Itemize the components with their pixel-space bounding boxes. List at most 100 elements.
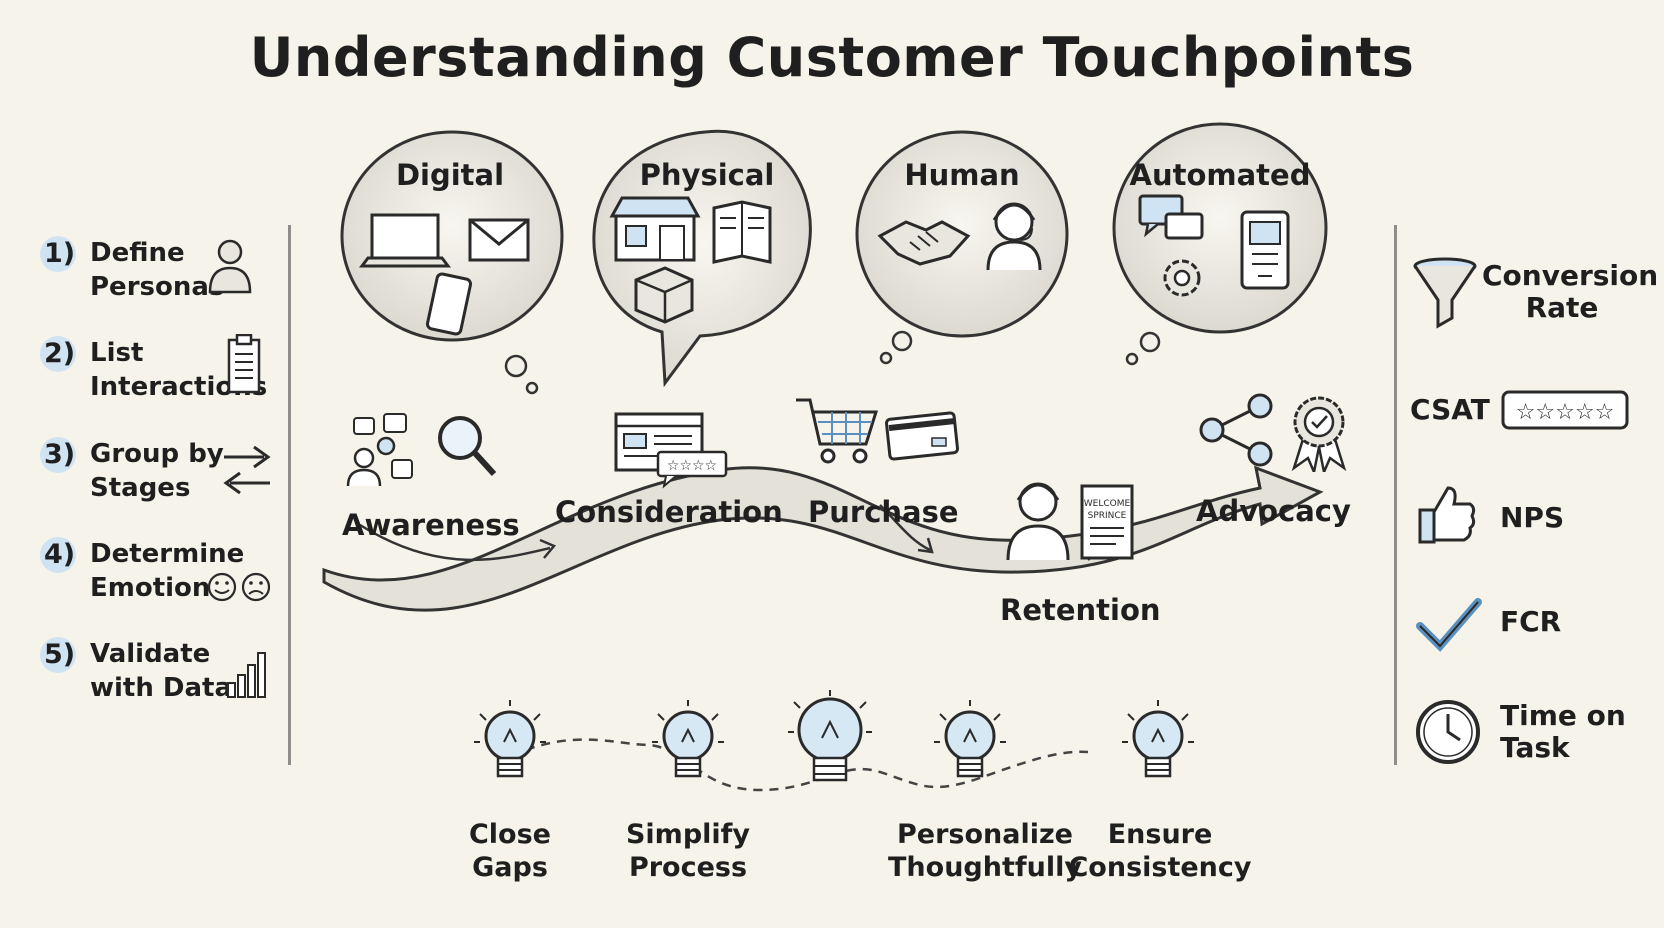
channel-label-digital: Digital [395,158,505,192]
lightbulb-icon [1122,700,1194,778]
step-label-line2: with Data [90,673,233,703]
step-number: 4) [44,539,76,570]
principle-line1: Simplify [625,819,751,850]
gear-icon [1163,259,1201,297]
award-ribbon-icon [1291,396,1347,472]
storefront-icon [609,196,701,262]
credit-card-icon [884,411,960,461]
funnel-icon [1413,257,1477,329]
journey-arrow [879,504,931,552]
metric-label-line2: Task [1500,731,1570,764]
lightbulb-icon [788,690,872,782]
principle-simplify-process: Simplify Process [588,818,788,884]
welcome-booklet-text: SPRINCE [1088,511,1127,521]
principle-close-gaps: Close Gaps [410,818,610,884]
lightbulb-icon [652,700,724,778]
stage-label-consideration: Consideration [555,495,783,529]
channel-label-physical: Physical [639,158,775,192]
package-icon [634,266,694,324]
principle-line1: Ensure [1107,819,1213,850]
stage-label-purchase: Purchase [808,495,959,529]
step-define-personas: 1) Define Personas [40,236,290,316]
step-label-line1: Define [90,238,185,268]
principle-line2: Process [628,852,748,883]
step-label-line1: Group by [90,439,224,469]
stage-label-advocacy: Advocacy [1196,494,1351,528]
left-divider [288,225,291,765]
webpage-review-icon: ☆☆☆☆ [614,412,728,489]
step-label-line1: Validate [90,639,211,669]
step-number-badge [40,336,76,372]
chat-bubbles-icon [1138,194,1204,240]
principle-line1: Close [468,819,551,850]
star-rating-icon: ☆☆☆☆☆ [1501,390,1629,430]
support-agent-icon [1006,482,1070,561]
emotion-faces-icon [207,572,271,602]
step-label-line1: Determine [90,539,245,569]
page-title: Understanding Customer Touchpoints [249,26,1415,89]
thumbs-up-icon [1418,486,1476,544]
step-label-line1: List [90,338,144,368]
arrows-icon [223,445,271,495]
metric-csat: CSAT [1410,393,1490,426]
channel-label-automated: Automated [1129,158,1311,192]
right-divider [1394,225,1397,765]
bar-chart-icon [227,652,266,698]
svg-text:☆☆☆☆☆: ☆☆☆☆☆ [1516,400,1615,425]
journey-arrow [359,523,551,562]
brochure-icon [712,200,772,264]
step-determine-emotion: 4) Determine Emotion [40,537,290,617]
envelope-icon [468,218,530,262]
magnifier-icon [438,416,497,477]
stage-label-retention: Retention [1000,593,1161,627]
metric-conversion-rate: Conversion Rate [1482,259,1659,324]
metric-nps: NPS [1500,501,1565,534]
channel-bubbles-group [340,122,1328,395]
principle-line2: Thoughtfully [888,852,1082,883]
step-number: 1) [44,238,76,269]
retention-icons: WELCOME SPRINCE [1006,482,1134,561]
metric-label-line1: Time on [1500,699,1626,732]
share-icon [1199,393,1273,467]
channel-bubble-physical [592,129,812,388]
awareness-icons [346,413,497,487]
step-number-badge [40,637,76,673]
principle-personalize-thoughtfully: Personalize Thoughtfully [870,818,1100,884]
step-number-badge [40,236,76,272]
lightbulb-icon [474,700,546,778]
step-group-by-stages: 3) Group by Stages [40,437,290,517]
principle-line2: Gaps [472,852,548,883]
laptop-icon [359,213,451,268]
welcome-booklet-text: WELCOME [1084,499,1131,509]
principle-ensure-consistency: Ensure Consistency [1060,818,1260,884]
people-network-icon [346,413,413,487]
clock-icon [1416,700,1480,764]
handshake-icon [877,220,971,266]
shopping-cart-icon [796,398,879,464]
metric-label-line2: Rate [1525,291,1599,324]
step-validate-with-data: 5) Validate with Data [40,637,290,717]
metric-label-line1: Conversion [1482,259,1659,292]
purchase-icons [796,398,960,464]
step-number: 2) [44,338,76,369]
clipboard-icon [227,334,261,394]
step-label-line2: Personas [90,272,225,302]
principle-line1: Personalize [896,819,1073,850]
checkmark-icon [1416,598,1482,652]
lightbulb-icon [934,700,1006,778]
step-list-interactions: 2) List Interactions [40,334,290,416]
step-number-badge [40,437,76,473]
advocacy-icons [1199,393,1347,472]
person-icon [208,239,252,294]
metric-time-on-task: Time on Task [1500,700,1626,764]
step-number-badge [40,537,76,573]
step-number: 3) [44,439,76,470]
step-label-line2: Stages [90,473,191,503]
kiosk-icon [1240,210,1290,290]
channel-label-human: Human [904,158,1020,192]
principles-bulbs [474,690,1194,792]
welcome-booklet-icon: WELCOME SPRINCE [1080,484,1134,560]
principle-line2: Consistency [1068,852,1252,883]
step-label-line2: Emotion [90,573,211,603]
